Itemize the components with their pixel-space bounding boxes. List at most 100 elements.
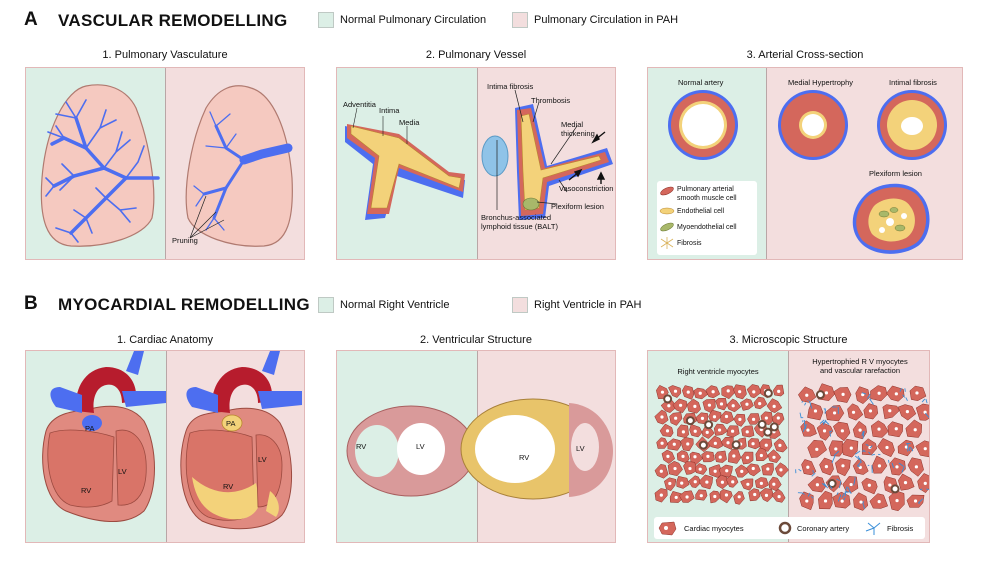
- myocyte-nucleus: [674, 495, 678, 500]
- coronary-artery: [698, 440, 708, 450]
- legend-cardiac-myocytes: Cardiac myocytes: [684, 524, 744, 533]
- panel-b1: PA RV LV PA RV LV: [25, 350, 305, 543]
- panel-b2-title: 2. Ventricular Structure: [420, 334, 532, 346]
- pah-rv-label: RV: [223, 482, 234, 491]
- myocyte-nucleus: [717, 428, 722, 432]
- divider: [166, 351, 167, 542]
- media-label: Media: [399, 118, 420, 127]
- myocyte-nucleus: [851, 410, 856, 414]
- plexiform-lesion-label: Plexiform lesion: [551, 202, 604, 211]
- coronary-artery: [890, 484, 900, 494]
- myocyte-nucleus: [668, 481, 672, 486]
- fibrosis-strand: [919, 488, 929, 491]
- myocyte-nucleus: [680, 481, 684, 485]
- normal-pa-label: PA: [85, 424, 95, 433]
- myocyte-nucleus: [737, 495, 741, 499]
- myocyte-nucleus: [665, 429, 670, 433]
- myocyte-nucleus: [776, 416, 780, 420]
- medial-hypertrophy-label: Medial Hypertrophy: [788, 78, 854, 87]
- myocyte-nucleus: [713, 494, 717, 499]
- myocyte-nucleus: [700, 416, 705, 420]
- myocyte-nucleus: [759, 453, 763, 458]
- coronary-artery: [685, 416, 695, 426]
- fibrosis-strand: [854, 455, 862, 463]
- panel-b2: RV LV RV LV: [336, 350, 616, 543]
- myocyte-nucleus: [672, 442, 676, 446]
- myocyte-nucleus: [777, 494, 781, 499]
- pah-heart-illustration: [180, 351, 302, 530]
- legend-normal-rv-label: Normal Right Ventricle: [340, 299, 450, 311]
- intimal-fibrosis-label: Intimal fibrosis: [889, 78, 937, 87]
- myocyte-nucleus: [895, 465, 899, 469]
- fibrosis-strand: [920, 412, 929, 418]
- myocyte-nucleus: [840, 499, 844, 503]
- myocyte-nucleus: [913, 499, 918, 503]
- myocyte-nucleus: [877, 391, 881, 395]
- normal-lv-label: LV: [416, 442, 425, 451]
- myocyte-nucleus: [824, 391, 829, 395]
- panel-b3: Right ventricle myocytes Hypertrophied R…: [647, 350, 930, 543]
- fibrosis-strand: [888, 459, 895, 468]
- myocyte-nucleus: [673, 466, 677, 471]
- myocyte-nucleus: [868, 409, 873, 413]
- fibrosis-strand: [861, 430, 865, 439]
- myocyte-nucleus: [745, 430, 749, 434]
- myocyte-nucleus: [815, 447, 819, 451]
- panel-a1-title: 1. Pulmonary Vasculature: [102, 49, 228, 61]
- myocyte-nucleus: [903, 480, 908, 485]
- cardiac-myocyte: [689, 451, 703, 465]
- thrombosis-label: Thrombosis: [531, 96, 571, 105]
- section-a-title: VASCULAR REMODELLING: [58, 11, 288, 30]
- fibrosis-strand: [869, 398, 874, 405]
- myocyte-nucleus: [753, 492, 757, 497]
- myocyte-nucleus: [923, 410, 927, 414]
- myocyte-nucleus: [660, 441, 664, 445]
- myocyte-nucleus: [724, 414, 729, 419]
- myocyte-nucleus: [732, 454, 736, 458]
- myocyte-nucleus: [731, 404, 735, 408]
- myocyte-nucleus: [841, 464, 845, 468]
- cardiac-myocyte: [847, 403, 864, 421]
- myocyte-nucleus: [678, 403, 683, 407]
- normal-artery-label: Normal artery: [678, 78, 724, 87]
- myocyte-nucleus: [766, 467, 770, 471]
- legend-normal-rv-swatch: [318, 297, 334, 313]
- myocyte-nucleus: [858, 428, 862, 432]
- cardiac-myocyte: [915, 440, 929, 458]
- myocyte-nucleus: [806, 465, 810, 469]
- legend-normal-label: Normal Pulmonary Circulation: [340, 14, 487, 26]
- fibrosis-strand: [898, 462, 905, 473]
- legend-endothelial: Endothelial cell: [677, 208, 725, 215]
- myocyte-nucleus: [730, 429, 735, 433]
- legend-fibrosis: Fibrosis: [677, 240, 702, 247]
- myocyte-nucleus: [805, 499, 809, 503]
- coronary-artery: [757, 419, 767, 429]
- tissue-legend: Cardiac myocytes Coronary artery Fibrosi…: [654, 517, 925, 539]
- myocyte-nucleus: [686, 442, 690, 446]
- panel-a1: Pruning: [25, 67, 305, 260]
- myocyte-nucleus: [849, 446, 853, 450]
- myocyte-nucleus: [698, 467, 702, 471]
- myocyte-nucleus: [877, 499, 881, 504]
- myocyte-nucleus: [764, 443, 768, 447]
- myocyte-nucleus: [713, 441, 717, 445]
- normal-vessel-illustration: [345, 107, 465, 220]
- myocyte-nucleus: [685, 495, 689, 499]
- fibrosis-strand: [836, 492, 842, 502]
- fibrosis-strand: [795, 468, 802, 474]
- myocyte-nucleus: [913, 428, 917, 432]
- balt-label-line2: lymphoid tissue (BALT): [481, 222, 558, 231]
- pah-pa-label: PA: [226, 419, 236, 428]
- panel-b1-title: 1. Cardiac Anatomy: [117, 334, 213, 346]
- fibrosis-strand: [845, 486, 852, 495]
- adventitia-label: Adventitia: [343, 100, 376, 109]
- legend-pah-rv-swatch: [512, 297, 528, 313]
- divider: [788, 351, 789, 542]
- normal-tissue-illustration: [654, 384, 789, 505]
- fibrosis-strand: [802, 424, 807, 432]
- cardiac-myocyte: [917, 473, 929, 494]
- fibrosis-strand: [862, 501, 865, 510]
- myocyte-nucleus: [834, 447, 838, 451]
- normal-rv-label: RV: [356, 442, 367, 451]
- fibrosis-strand: [861, 392, 871, 399]
